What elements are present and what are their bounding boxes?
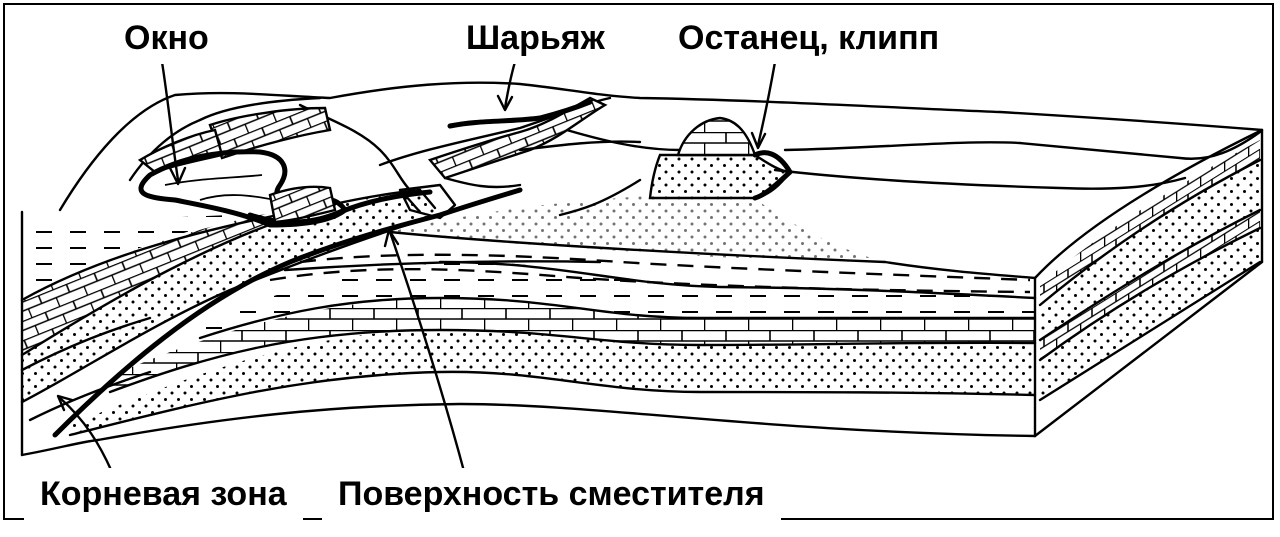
- label-root-zone: Корневая зона: [24, 468, 303, 520]
- thrust-surface-line: [52, 187, 523, 438]
- thrust-shale-front: [22, 214, 250, 300]
- sheet-front-bricks: [208, 106, 332, 160]
- klippe: [558, 116, 793, 217]
- sheet-step-block: [268, 185, 337, 224]
- label-thrust-sheet: Шарьяж: [450, 12, 621, 64]
- label-thrust-surface: Поверхность сместителя: [322, 468, 781, 520]
- thrust-sheet-remnant: [128, 96, 457, 228]
- thrust-limestone-front: [22, 205, 330, 355]
- thrust-surface-pointer: [388, 230, 467, 477]
- label-window: Окно: [108, 12, 225, 64]
- right-sandstone-upper: [1040, 160, 1260, 340]
- front-face-autochthon: [20, 262, 1037, 457]
- label-outlier-klippe: Останец, клипп: [662, 12, 956, 64]
- central-thrust-sheet: [378, 96, 642, 189]
- top-surface: [58, 81, 1264, 438]
- right-side-face: [1038, 140, 1262, 402]
- central-sheet-bricks: [427, 96, 608, 180]
- lower-limestone-front: [110, 298, 1035, 392]
- lower-sandstone-front: [70, 330, 1035, 435]
- root-zone-pointer: [58, 396, 114, 474]
- central-dotted-surface: [390, 194, 885, 262]
- right-limestone-lower: [1040, 210, 1260, 360]
- window-pointer: [160, 60, 180, 182]
- lower-shale-front: [200, 262, 1035, 338]
- right-sandstone-lower: [1040, 228, 1260, 400]
- klippe-limestone: [676, 116, 757, 157]
- klippe-pointer: [756, 60, 777, 147]
